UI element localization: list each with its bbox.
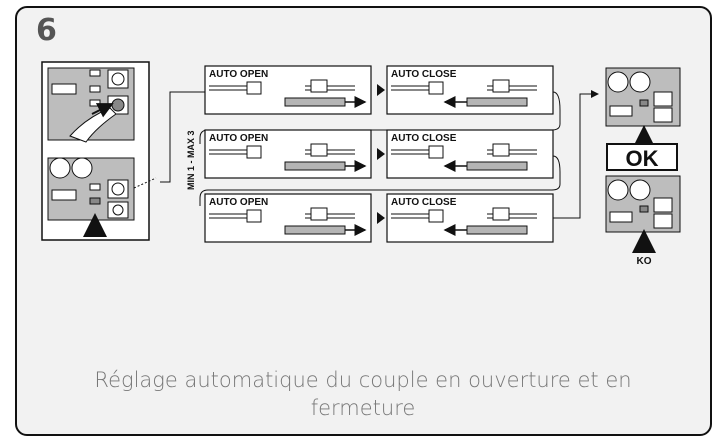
result-ok-illustration <box>605 67 681 149</box>
step-box-label: AUTO CLOSE <box>391 133 457 144</box>
step-box-label: AUTO OPEN <box>209 197 268 208</box>
control-board-illustration <box>41 61 157 241</box>
step-box: AUTO OPEN <box>204 65 372 115</box>
result-ko-illustration <box>605 175 681 253</box>
flow-arrow-icon <box>377 212 385 224</box>
step-box-label: AUTO CLOSE <box>391 69 457 80</box>
step-box: AUTO CLOSE <box>386 129 554 179</box>
ko-label: KO <box>637 256 652 267</box>
step-box: AUTO CLOSE <box>386 65 554 115</box>
step-box-label: AUTO CLOSE <box>391 197 457 208</box>
flow-arrow-icon <box>377 84 385 96</box>
step-box-label: AUTO OPEN <box>209 133 268 144</box>
ok-label: OK <box>626 146 659 171</box>
repeat-label: MIN 1 - MAX 3 <box>186 130 196 190</box>
ok-box <box>606 143 678 171</box>
step-box: AUTO OPEN <box>204 193 372 243</box>
step-box-label: AUTO OPEN <box>209 69 268 80</box>
caption: Réglage automatique du couple en ouvertu… <box>94 368 632 420</box>
step-number: 6 <box>36 13 57 48</box>
step-box: AUTO CLOSE <box>386 193 554 243</box>
step-box: AUTO OPEN <box>204 129 372 179</box>
flow-arrow-icon <box>377 148 385 160</box>
